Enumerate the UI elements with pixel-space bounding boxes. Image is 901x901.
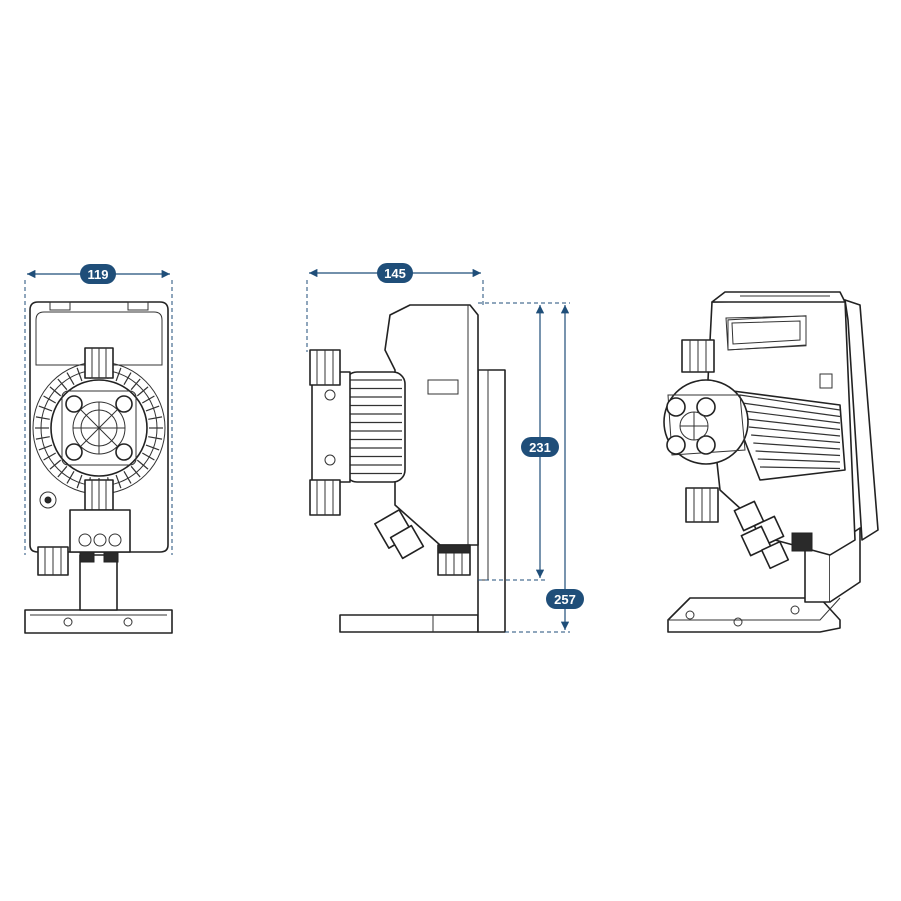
- cooling-fin: [148, 416, 163, 420]
- cooling-fin: [130, 378, 141, 391]
- dimension-front-width: 119: [24, 264, 173, 555]
- cooling-fin: [746, 418, 841, 431]
- cooling-fin: [38, 405, 53, 412]
- cooling-fin: [136, 386, 149, 397]
- cooling-fin: [49, 386, 62, 397]
- dimension-pill: [521, 437, 559, 457]
- cooling-fin: [57, 465, 68, 478]
- cooling-fin: [136, 459, 149, 470]
- dimension-pill: [546, 589, 584, 609]
- cooling-fin: [748, 426, 841, 437]
- cooling-fin: [123, 471, 132, 484]
- cooling-fin: [142, 452, 155, 461]
- cooling-fin: [739, 394, 841, 411]
- dimension-pill: [377, 263, 413, 283]
- cooling-fin: [66, 372, 75, 385]
- cooling-fin: [130, 465, 141, 478]
- total-height-label: 257: [554, 592, 576, 607]
- dimension-side-width: 145: [306, 263, 484, 352]
- cooling-fin: [145, 444, 160, 451]
- cooling-fin: [35, 416, 50, 420]
- dimension-body-height: 231: [478, 302, 559, 581]
- dimension-pill: [80, 264, 116, 284]
- cooling-fin: [43, 452, 56, 461]
- cooling-fin: [57, 378, 68, 391]
- isometric-view: [663, 291, 879, 633]
- cooling-fin: [115, 474, 122, 489]
- cooling-fin: [753, 442, 841, 450]
- cooling-fin: [76, 367, 83, 382]
- dimension-total-height: 257: [505, 302, 584, 633]
- cooling-fin: [38, 444, 53, 451]
- cooling-fin: [49, 459, 62, 470]
- cooling-fin: [66, 471, 75, 484]
- cooling-fin: [742, 402, 841, 418]
- cooling-fin: [744, 410, 841, 424]
- cooling-fin: [757, 458, 841, 463]
- cooling-fin: [43, 395, 56, 404]
- body-height-label: 231: [529, 440, 551, 455]
- cooling-fin: [123, 372, 132, 385]
- cooling-fin: [148, 436, 163, 440]
- cooling-fin: [755, 450, 841, 457]
- side-width-label: 145: [384, 266, 406, 281]
- cooling-fin: [142, 395, 155, 404]
- front-width-label: 119: [88, 267, 109, 282]
- cooling-fin: [145, 405, 160, 412]
- cooling-fin: [751, 434, 841, 444]
- front-view: [24, 301, 173, 634]
- side-view: [309, 304, 506, 633]
- cooling-fin: [759, 466, 841, 470]
- cooling-fin: [115, 367, 122, 382]
- cooling-fin: [76, 474, 83, 489]
- cooling-fin: [35, 436, 50, 440]
